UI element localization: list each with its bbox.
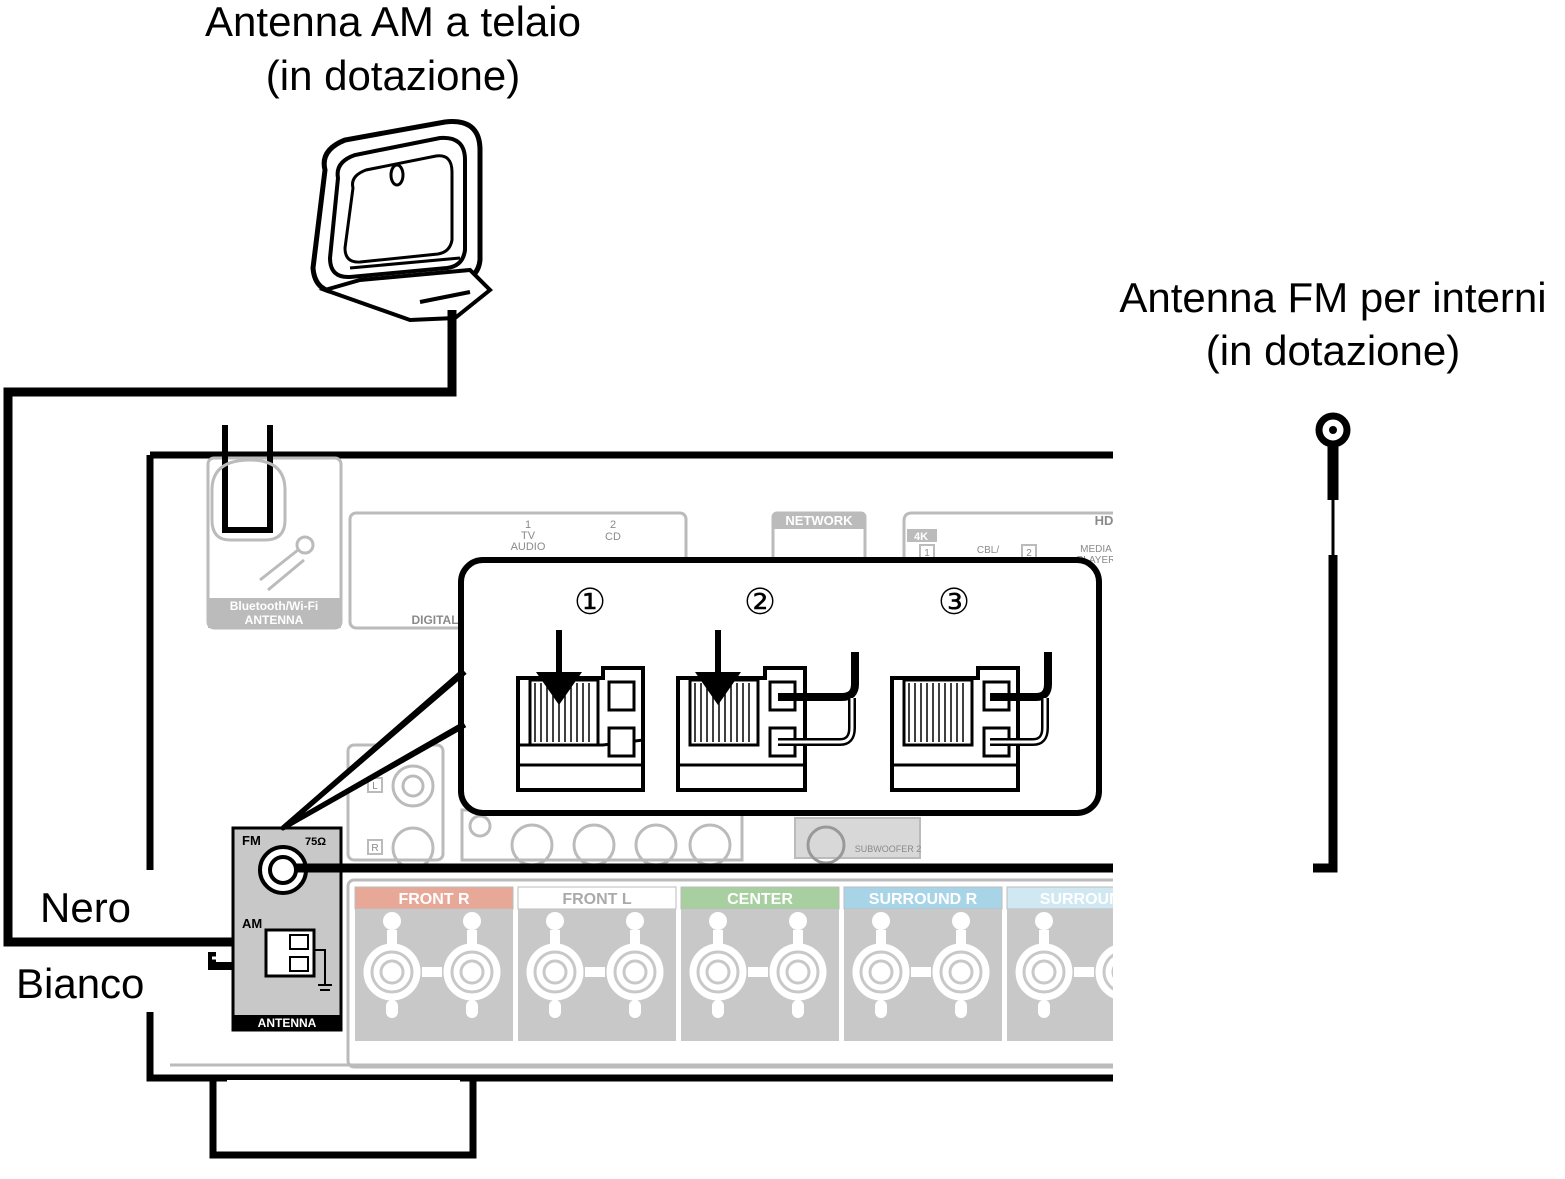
digital-label: DIGITAL [411,613,458,627]
ohm-label: 75Ω [305,836,326,848]
wire-white-label: Bianco [16,960,144,1007]
svg-text:1: 1 [924,548,930,559]
speaker-group-label: SURROUND R [869,891,978,908]
antenna-terminal-block: FM 75Ω AM ANTENNA [231,826,343,1032]
polarity-icon [626,912,644,930]
am-connection-steps-callout: ① ② ③ [280,557,1102,831]
speaker-group-label: FRONT R [398,891,470,908]
am-cable-black [3,310,457,947]
ground-icon [314,949,332,991]
polarity-icon [709,912,727,930]
polarity-icon [546,912,564,930]
polarity-icon [952,912,970,930]
step-3-illustration [890,652,1052,792]
polarity-icon [789,912,807,930]
step-1-illustration [516,630,645,792]
speaker-group-2: CENTER [680,886,840,1041]
antenna-label: ANTENNA [258,1016,317,1030]
polarity-icon [463,912,481,930]
speaker-group-0: FRONT R [354,886,514,1041]
polarity-icon [1035,912,1053,930]
svg-text:2: 2 [1026,548,1032,559]
am-loop-antenna [310,119,493,323]
network-label: NETWORK [785,513,853,528]
speaker-group-label: SURROUND [1040,891,1132,908]
svg-text:2: 2 [610,519,616,531]
am-antenna-label: Antenna AM a telaio [205,0,581,45]
svg-text:L: L [372,781,378,792]
polarity-icon [383,912,401,930]
fm-label: FM [242,833,261,848]
bt-antenna-label: Bluetooth/Wi-Fi [230,599,319,613]
step-3-number: ③ [938,581,970,622]
hdmi-section: 4K HD 1 CBL/ 2 MEDIA PLAYER [902,511,1116,628]
fm-antenna-label: Antenna FM per interni [1119,274,1546,321]
svg-text:TV: TV [521,530,536,542]
speaker-group-1: FRONT L [517,886,677,1041]
speaker-group-label: CENTER [727,891,793,908]
bluetooth-wifi-antenna: Bluetooth/Wi-Fi ANTENNA [206,425,343,630]
step-1-number: ① [574,581,606,622]
fm-antenna-sublabel: (in dotazione) [1206,327,1460,374]
svg-text:CD: CD [605,531,621,543]
antenna-connector-icon [295,535,315,555]
push-down-arrow-icon [695,630,741,705]
svg-text:CBL/: CBL/ [977,545,999,556]
speaker-group-3: SURROUND R [843,886,1003,1041]
wire-black-label: Nero [40,884,131,931]
svg-text:AUDIO: AUDIO [511,541,546,553]
svg-text:4K: 4K [914,531,928,543]
hdmi-label: HD [1095,513,1114,528]
svg-text:MEDIA: MEDIA [1080,544,1112,555]
speaker-group-label: FRONT L [562,891,632,908]
polarity-icon [872,912,890,930]
bt-antenna-sublabel: ANTENNA [245,613,304,627]
svg-text:1: 1 [525,519,531,531]
speaker-terminals: FRONT R FRONT L CENTER SURROUND R SURROUND S… [346,878,1166,1069]
receiver-rear-panel [146,451,1113,1159]
step-2-number: ② [744,581,776,622]
subwoofer2-label: SUBWOOFER 2 [855,844,922,854]
am-antenna-sublabel: (in dotazione) [266,52,520,99]
step-2-illustration [676,630,859,792]
speakers-label: SPEAKERS [881,1049,958,1065]
am-label: AM [242,916,262,931]
svg-text:R: R [371,843,378,854]
push-down-arrow-icon [536,630,582,705]
svg-text:PLAYER: PLAYER [1077,555,1116,566]
